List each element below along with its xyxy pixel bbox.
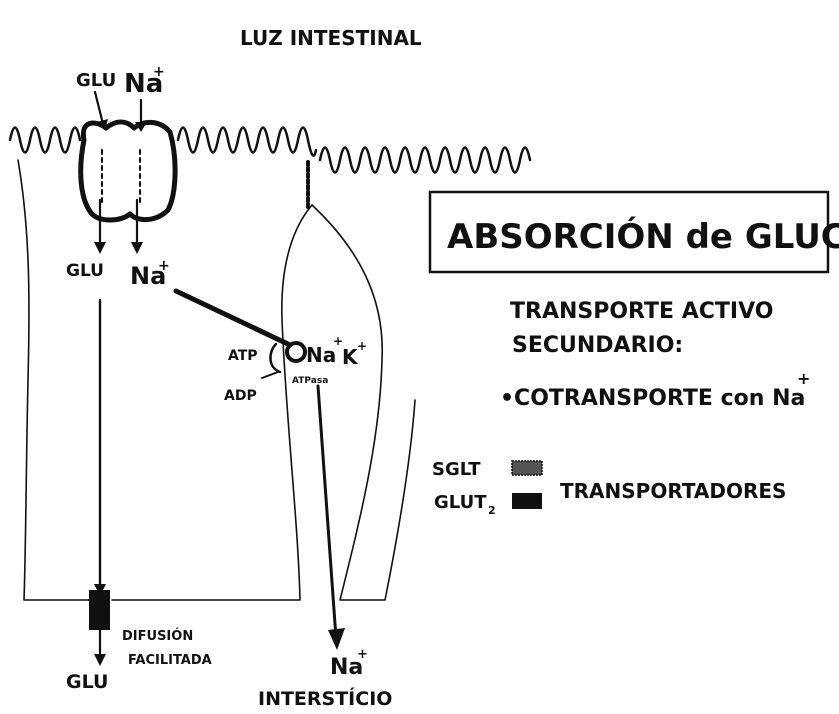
- enterocyte-right-outline: [312, 205, 415, 600]
- label-na-mid-sup: +: [158, 258, 170, 274]
- legend-group-label: TRANSPORTADORES: [560, 479, 786, 503]
- legend-glut2-swatch: [512, 493, 542, 509]
- arrow-na-to-interstitium: [318, 386, 345, 650]
- legend-sglt-swatch: [512, 461, 542, 475]
- note-bullet-sup: +: [797, 369, 810, 388]
- legend-sglt-label: SGLT: [432, 459, 481, 480]
- arrow-na-into-cell: [131, 200, 143, 254]
- note-bullet: •COTRANSPORTE con Na: [500, 386, 805, 411]
- microvilli-membrane: [10, 128, 530, 173]
- label-diffusion-1: DIFUSIÓN: [122, 628, 193, 644]
- arrow-glu-exit: [94, 630, 106, 666]
- sglt-transporter: [81, 122, 175, 220]
- label-glu-top: GLU: [76, 70, 116, 91]
- label-na-top-sup: +: [153, 64, 165, 80]
- legend-glut2-sub: 2: [488, 504, 496, 517]
- label-glu-mid: GLU: [66, 261, 104, 281]
- arrow-na-to-pump: [176, 291, 290, 345]
- arrow-glu-to-glut2: [94, 300, 106, 596]
- label-adp: ADP: [224, 388, 257, 404]
- arrow-glu-into-cell: [94, 200, 106, 254]
- glut2-transporter: [89, 590, 110, 630]
- label-atp: ATP: [228, 348, 258, 364]
- label-atpase: ATPasa: [292, 376, 328, 386]
- note-line-2: SECUNDARIO:: [512, 333, 683, 358]
- note-line-1: TRANSPORTE ACTIVO: [510, 299, 773, 324]
- label-na-bottom-sup: +: [357, 647, 368, 662]
- lumen-label: LUZ INTESTINAL: [240, 26, 422, 50]
- legend-glut2-label: GLUT: [434, 492, 487, 513]
- label-k-pump-sup: +: [357, 339, 367, 353]
- label-diffusion-2: FACILITADA: [128, 653, 212, 668]
- label-na-pump: Na: [306, 343, 336, 367]
- label-interstitium: INTERSTÍCIO: [258, 687, 392, 710]
- label-glu-bottom: GLU: [66, 671, 108, 693]
- enterocyte-left-outline: [18, 160, 312, 600]
- title: ABSORCIÓN de GLUCOSA: [447, 216, 839, 257]
